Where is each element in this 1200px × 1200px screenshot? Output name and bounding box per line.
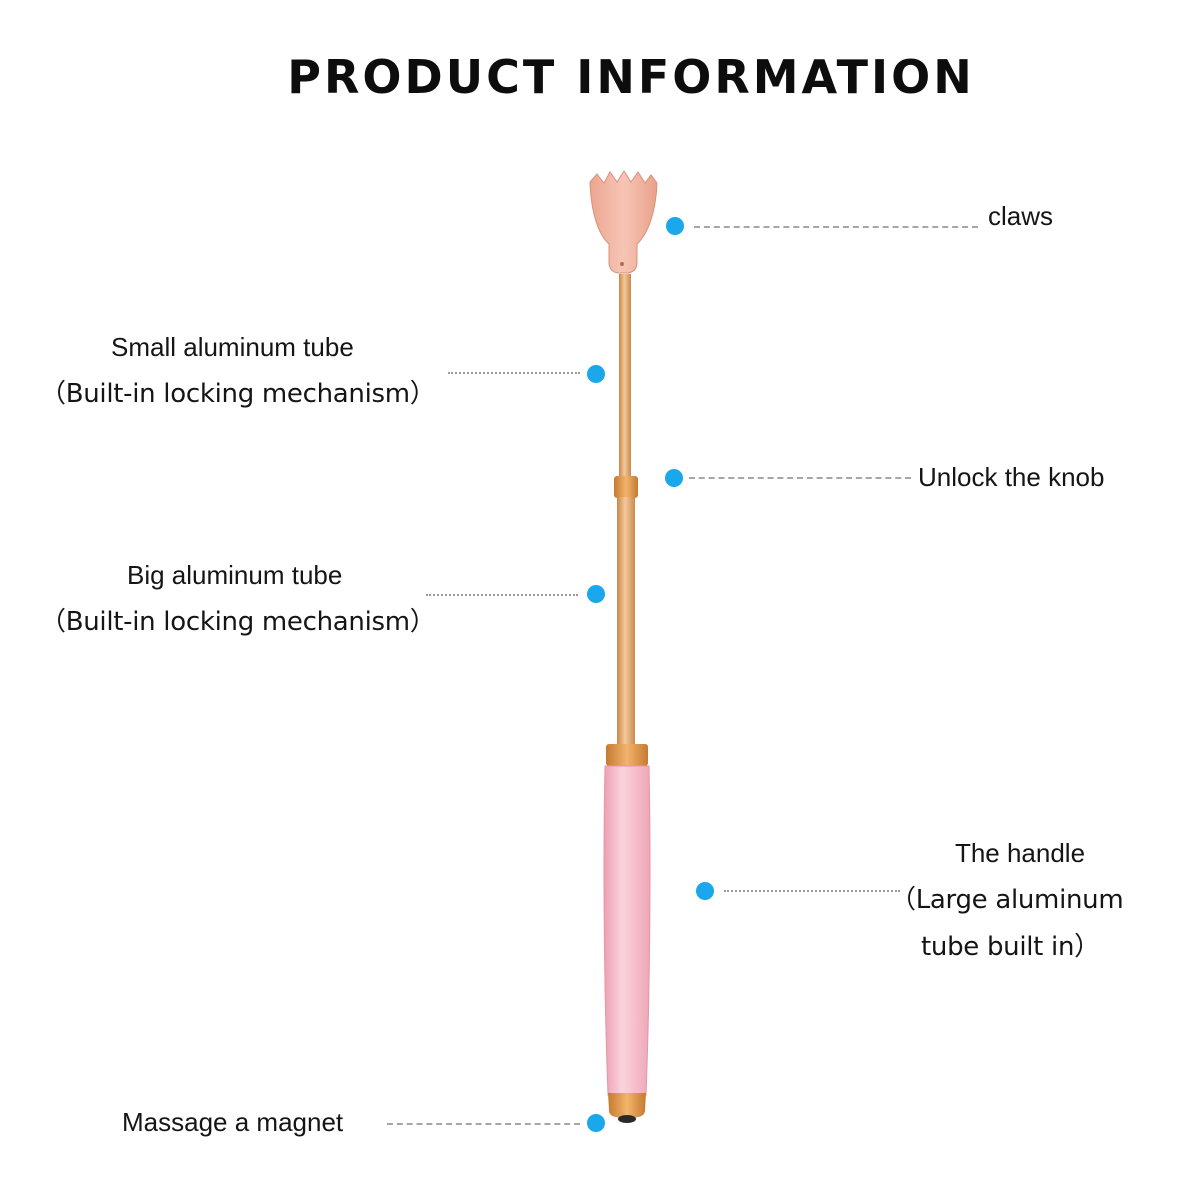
magnet-tip	[618, 1115, 636, 1123]
handle-leader	[724, 890, 900, 892]
pink-handle	[603, 765, 651, 1096]
knob-dot	[665, 469, 683, 487]
claw-head	[589, 170, 658, 274]
end-cap	[608, 1093, 646, 1118]
handle-sublabel-1: （Large aluminum	[890, 885, 1124, 915]
small-tube-dot	[587, 365, 605, 383]
handle-label: The handle	[954, 838, 1086, 868]
handle-dot	[696, 882, 714, 900]
claws-dot	[666, 217, 684, 235]
knob-label: Unlock the knob	[918, 462, 1105, 492]
magnet-label: Massage a magnet	[122, 1107, 344, 1137]
claw-rivet	[620, 262, 624, 266]
handle-sublabel-2: tube built in）	[921, 932, 1100, 962]
big-tube-label: Big aluminum tube	[127, 560, 343, 590]
magnet-dot	[587, 1114, 605, 1132]
big-tube-leader	[426, 594, 578, 596]
big-tube-dot	[587, 585, 605, 603]
small-tube-leader	[448, 372, 580, 374]
handle-collar	[606, 744, 648, 766]
knob-leader	[689, 477, 911, 479]
page-title: PRODUCT INFORMATION	[287, 50, 975, 104]
claws-leader	[694, 226, 978, 228]
small-tube	[619, 274, 631, 480]
claws-label: claws	[988, 201, 1054, 231]
big-tube-sublabel: （Built-in locking mechanism）	[40, 607, 436, 637]
small-tube-sublabel: （Built-in locking mechanism）	[40, 379, 436, 409]
small-tube-label: Small aluminum tube	[111, 332, 354, 362]
magnet-leader	[387, 1123, 580, 1125]
big-tube	[617, 497, 635, 747]
knob-collar	[614, 476, 638, 498]
